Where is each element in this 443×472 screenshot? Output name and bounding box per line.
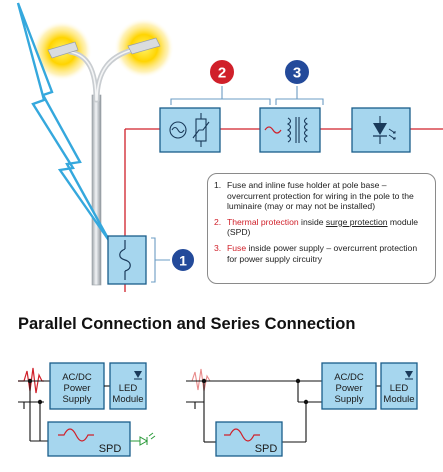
component-brackets [170, 85, 324, 105]
note-2-body: Thermal protection inside surge protecti… [227, 217, 429, 238]
right-led-label-1: LED [390, 383, 409, 394]
note-1: 1. Fuse and inline fuse holder at pole b… [214, 180, 429, 212]
left-led-label-1: LED [119, 383, 138, 394]
right-led-label-2: Module [383, 394, 414, 405]
left-spd-label: SPD [99, 443, 122, 455]
left-ps-label-3: Supply [62, 394, 91, 405]
street-light-pole [47, 37, 161, 286]
note-2-number: 2. [214, 216, 222, 227]
led-box [351, 107, 411, 153]
right-circuit [186, 362, 418, 457]
svg-text:3: 3 [293, 65, 301, 82]
right-ps-label-1: AC/DC [334, 372, 364, 383]
note-2-highlight: Thermal protection [227, 216, 299, 227]
left-spd-box [47, 421, 131, 457]
badge-two: 2 [208, 58, 236, 86]
right-ps-label-2: Power [336, 383, 363, 394]
note-1-text: Fuse and inline fuse holder at pole base… [227, 180, 414, 212]
section-title: Parallel Connection and Series Connectio… [18, 315, 356, 333]
left-circuit [18, 362, 156, 457]
note-3-number: 3. [214, 242, 222, 253]
pole-fuse-box [107, 235, 147, 285]
pole-wiring [124, 128, 443, 292]
left-ps-label-2: Power [64, 383, 91, 394]
note-3-highlight: Fuse [227, 242, 247, 253]
note-3-rest: inside power supply – overcurrent protec… [227, 242, 418, 264]
note-1-number: 1. [214, 180, 222, 190]
note-3-body: Fuse inside power supply – overcurrent p… [227, 243, 429, 264]
power-supply-box [259, 107, 321, 153]
note-3: 3. Fuse inside power supply – overcurren… [214, 243, 429, 264]
right-power-supply-box [321, 362, 377, 410]
left-ps-label-1: AC/DC [62, 372, 92, 383]
right-spd-box [215, 421, 283, 457]
notes-box: 1. Fuse and inline fuse holder at pole b… [207, 173, 436, 284]
svg-text:2: 2 [218, 65, 226, 82]
right-led-module-box [380, 362, 418, 410]
note-2-underlined: surge protection [325, 216, 388, 227]
right-ps-label-3: Supply [334, 394, 363, 405]
note-2-middle: inside [298, 216, 326, 227]
left-led-label-2: Module [112, 394, 143, 405]
note-2: 2. Thermal protection inside surge prote… [214, 217, 429, 238]
badge-three: 3 [283, 58, 311, 86]
badge-one: 1 [170, 247, 196, 273]
spd-module-box [159, 107, 221, 153]
notes-list: 1. Fuse and inline fuse holder at pole b… [214, 180, 429, 264]
fuse-bracket [151, 237, 170, 283]
right-spd-label: SPD [255, 443, 278, 455]
svg-text:1: 1 [179, 253, 187, 269]
left-led-module-box [109, 362, 147, 410]
left-power-supply-box [49, 362, 105, 410]
note-2-rest: module (SPD) [227, 216, 419, 238]
